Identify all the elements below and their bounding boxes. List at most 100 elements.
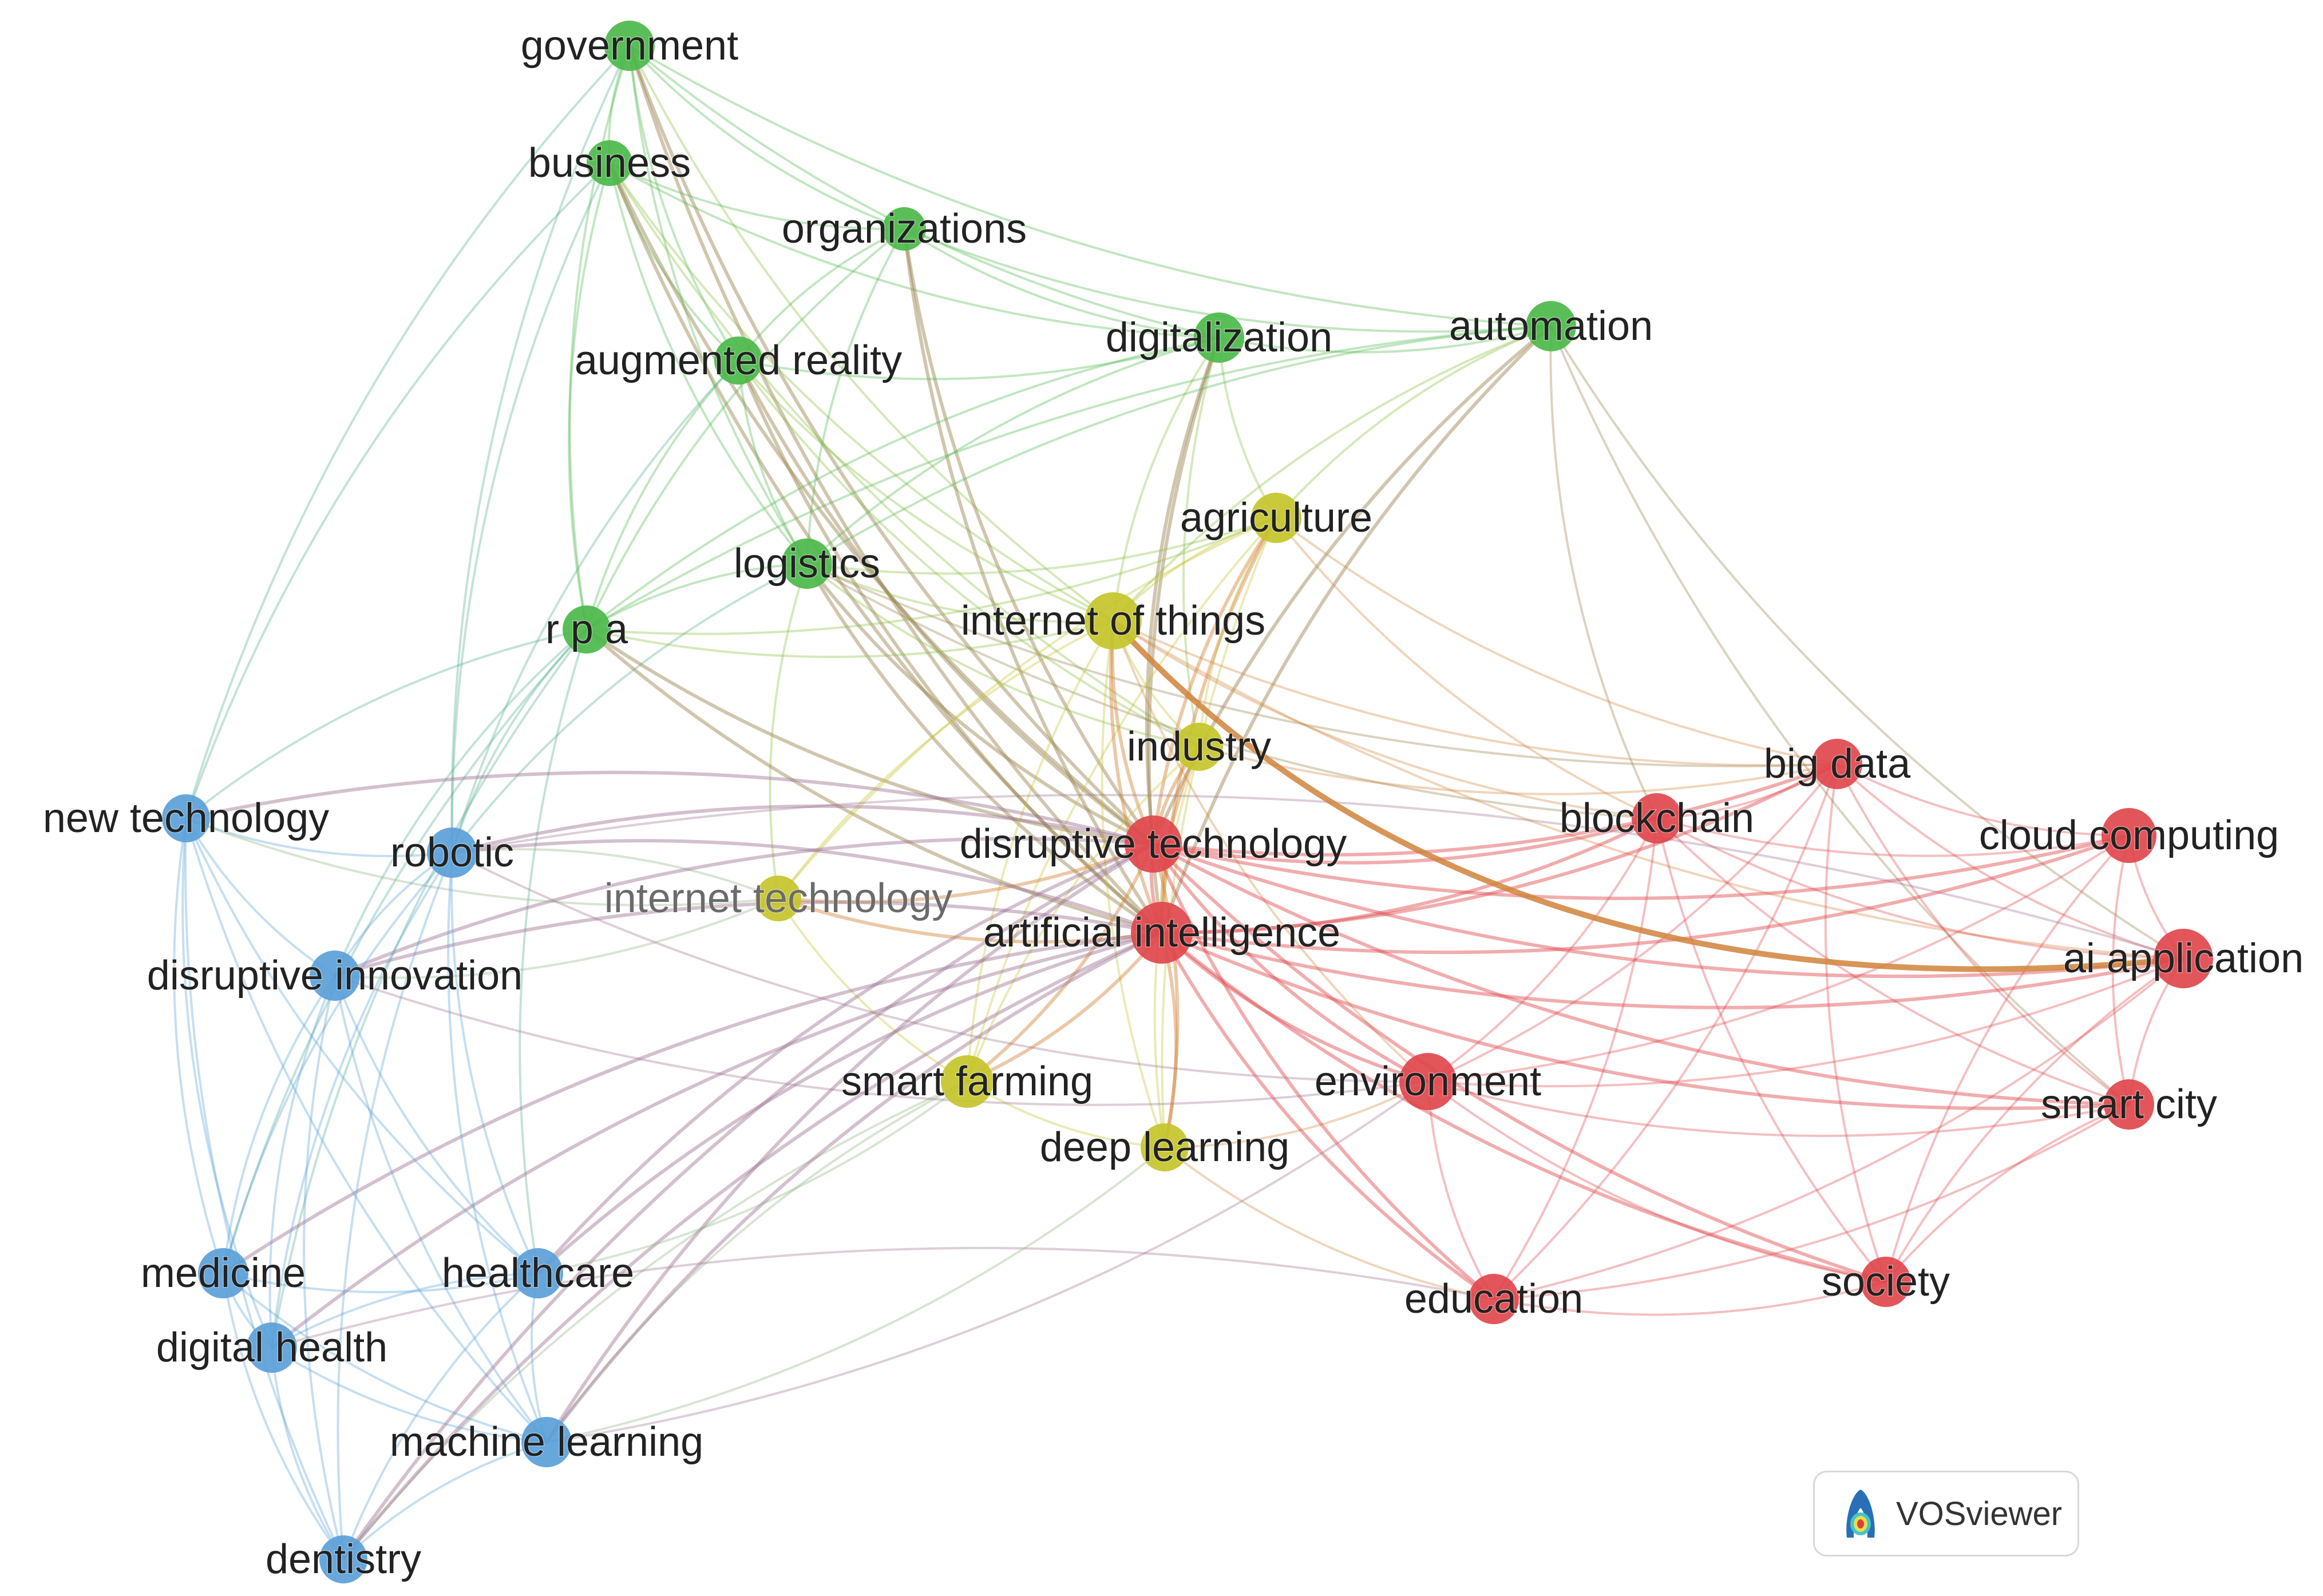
edge-robotic-environment	[452, 852, 1428, 1083]
node-label-medicine: medicine	[141, 1250, 306, 1296]
edge-digital_health-dentistry	[271, 1347, 345, 1561]
edge-logistics-agriculture	[806, 517, 1277, 575]
node-robotic[interactable]	[427, 827, 477, 878]
edge-artificial_intelligence-society	[1161, 931, 1886, 1284]
edge-rpa-new_technology	[185, 628, 587, 819]
node-artificial_intelligence[interactable]	[1131, 902, 1193, 964]
edge-rpa-robotic	[451, 628, 588, 853]
node-label-smart_farming: smart farming	[841, 1059, 1093, 1104]
edge-logistics-robotic	[451, 563, 808, 854]
edge-business-organizations	[609, 162, 905, 231]
edge-rpa-medicine	[222, 628, 588, 1274]
edge-organizations-logistics	[806, 228, 905, 564]
node-label-cloud_computing: cloud computing	[1979, 813, 2279, 858]
edge-education-smart_city	[1493, 1103, 2130, 1300]
node-label-smart_city: smart city	[2041, 1082, 2217, 1127]
node-smart_city[interactable]	[2104, 1079, 2154, 1130]
edge-agriculture-smart_farming	[966, 517, 1277, 1082]
node-label-disruptive_technology: disruptive technology	[960, 821, 1347, 867]
edge-new_technology-robotic	[185, 817, 453, 857]
edge-internet_of_things-ai_application	[1112, 620, 2184, 960]
node-cloud_computing[interactable]	[2102, 808, 2156, 863]
edge-business-rpa	[568, 163, 611, 630]
node-label-big_data: big data	[1764, 741, 1911, 787]
node-disruptive_technology[interactable]	[1125, 815, 1182, 873]
node-internet_of_things[interactable]	[1085, 592, 1142, 650]
edge-artificial_intelligence-disruptive_innovation	[334, 900, 1162, 977]
node-label-new_technology: new technology	[43, 795, 329, 841]
edge-rpa-disruptive_technology	[585, 628, 1154, 846]
edge-automation-agriculture	[1275, 325, 1552, 519]
edge-disruptive_innovation-machine_learning	[334, 975, 548, 1443]
edge-big_data-society	[1824, 763, 1887, 1282]
edge-artificial_intelligence-cloud_computing	[1161, 834, 2130, 955]
edge-agriculture-industry	[1198, 517, 1277, 747]
node-new_technology[interactable]	[162, 794, 210, 842]
node-label-machine_learning: machine learning	[390, 1419, 703, 1465]
edge-artificial_intelligence-digital_health	[271, 931, 1162, 1349]
node-machine_learning[interactable]	[521, 1417, 572, 1467]
edge-artificial_intelligence-blockchain	[1161, 817, 1658, 935]
edge-government-augmented_reality	[628, 45, 739, 362]
edge-digitalization-disruptive_technology	[1145, 336, 1221, 845]
node-augmented_reality[interactable]	[714, 336, 762, 385]
edge-automation-logistics	[806, 325, 1552, 565]
node-industry[interactable]	[1175, 723, 1223, 771]
edge-disruptive_technology-society	[1151, 842, 1886, 1284]
node-organizations[interactable]	[882, 207, 926, 251]
edge-big_data-cloud_computing	[1837, 763, 2130, 837]
node-rpa[interactable]	[563, 605, 611, 654]
node-agriculture[interactable]	[1251, 493, 1301, 543]
node-big_data[interactable]	[1812, 739, 1862, 789]
edge-robotic-healthcare	[450, 852, 539, 1274]
edge-environment-society	[1427, 1080, 1886, 1283]
node-environment[interactable]	[1399, 1053, 1457, 1110]
edge-industry-big_data	[1198, 746, 1838, 795]
edge-internet_of_things-big_data	[1113, 620, 1838, 767]
node-deep_learning[interactable]	[1141, 1123, 1189, 1171]
edge-machine_learning-deep_learning	[546, 1146, 1166, 1443]
edge-artificial_intelligence-dentistry	[342, 931, 1163, 1561]
edge-smart_farming-artificial_intelligence	[966, 932, 1164, 1083]
edge-blockchain-society	[1656, 818, 1887, 1283]
node-business[interactable]	[587, 140, 632, 186]
node-label-agriculture: agriculture	[1180, 495, 1372, 541]
edge-disruptive_innovation-environment	[334, 975, 1428, 1106]
node-blockchain[interactable]	[1632, 793, 1682, 843]
edge-logistics-disruptive_technology	[805, 563, 1154, 846]
node-ai_application[interactable]	[2154, 929, 2213, 988]
node-medicine[interactable]	[198, 1248, 248, 1298]
edge-business-augmented_reality	[608, 163, 739, 362]
node-automation[interactable]	[1526, 301, 1576, 351]
edge-digitalization-automation	[1218, 325, 1552, 354]
edge-disruptive_technology-big_data	[1153, 762, 1838, 857]
node-government[interactable]	[604, 21, 655, 71]
edge-disruptive_innovation-internet_technology	[334, 897, 779, 979]
node-society[interactable]	[1861, 1257, 1911, 1307]
edge-disruptive_technology-blockchain	[1153, 817, 1657, 865]
edge-education-society	[1493, 1281, 1886, 1316]
edge-robotic-dentistry	[337, 852, 453, 1560]
node-smart_farming[interactable]	[941, 1055, 994, 1108]
edge-government-rpa	[568, 45, 631, 630]
node-dentistry[interactable]	[319, 1535, 367, 1583]
edge-digitalization-agriculture	[1218, 337, 1277, 519]
node-logistics[interactable]	[782, 538, 832, 589]
node-label-healthcare: healthcare	[442, 1250, 634, 1296]
node-education[interactable]	[1469, 1274, 1519, 1324]
edge-deep_learning-education	[1164, 1146, 1494, 1300]
node-digital_health[interactable]	[247, 1322, 297, 1373]
edge-internet_of_things-artificial_intelligence	[1109, 620, 1164, 934]
node-digitalization[interactable]	[1194, 312, 1244, 363]
edge-education-ai_application	[1493, 957, 2185, 1300]
edge-logistics-artificial_intelligence	[805, 563, 1163, 934]
edge-internet_of_things-blockchain	[1112, 620, 1657, 819]
node-internet_technology[interactable]	[755, 876, 801, 921]
edge-automation-smart_city	[1550, 326, 2130, 1106]
node-disruptive_innovation[interactable]	[310, 951, 360, 1001]
node-healthcare[interactable]	[513, 1248, 563, 1298]
edge-new_technology-medicine	[173, 818, 224, 1274]
node-label-augmented_reality: augmented reality	[575, 338, 902, 383]
edge-augmented_reality-artificial_intelligence	[737, 359, 1163, 934]
edge-deep_learning-disruptive_technology	[1151, 843, 1180, 1148]
